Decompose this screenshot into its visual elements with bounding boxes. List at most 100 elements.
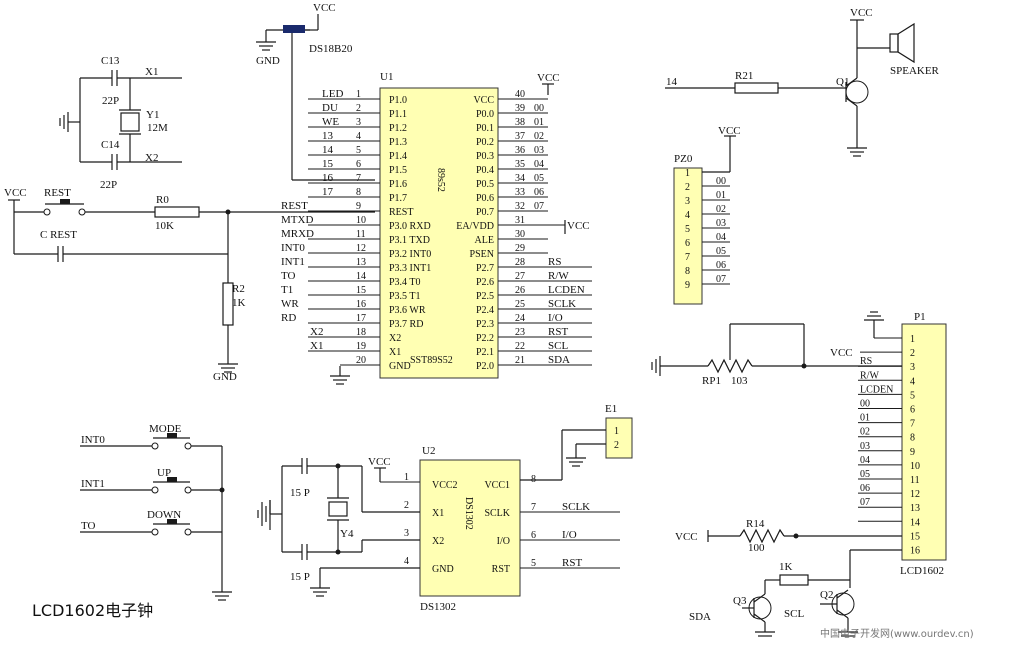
u2-left-pin-num: 4 — [404, 556, 409, 567]
c14-label: C14 — [101, 139, 120, 151]
pz0-pin-net: 00 — [716, 176, 726, 187]
u1-right-pin-num: 29 — [515, 243, 525, 254]
r2-value: 1K — [232, 297, 246, 309]
p1-pin-num: 1 — [910, 334, 915, 345]
u1-right-pin-num: 36 — [515, 145, 525, 156]
u1-right-net: SCL — [548, 340, 568, 352]
u1-left-net: WE — [322, 116, 339, 128]
u1-left-pin-name: GND — [389, 361, 411, 372]
p1-pin-net: LCDEN — [860, 384, 893, 395]
p1-pin-num: 8 — [910, 433, 915, 444]
u1-left-net: 14 — [322, 144, 334, 156]
u1-right-pin-name: P0.6 — [476, 193, 494, 204]
u1-right-net: 07 — [534, 201, 544, 212]
e1-body — [605, 417, 633, 459]
scl-label: SCL — [784, 608, 804, 620]
u1-left-pin-num: 9 — [356, 201, 361, 212]
u1-left-net: REST — [281, 200, 308, 212]
reset-circuit: VCC REST C REST R0 10K R2 1K GND — [4, 187, 375, 383]
p1-pin-num: 12 — [910, 489, 920, 500]
p1-pin-net: VCC — [830, 347, 853, 359]
u2-left-pin-num: 1 — [404, 472, 409, 483]
u2-body — [419, 459, 521, 597]
ds18b20-sensor: VCC GND DS18B20 — [256, 2, 375, 181]
u2-ds1302: U2 DS1302 DS1302 1VCC22X13X24GND8VCC17SC… — [257, 445, 620, 613]
u1-left-net: MRXD — [281, 228, 314, 240]
pz0-label: PZ0 — [674, 153, 693, 165]
u1-left-net: MTXD — [281, 214, 313, 226]
x2-net-label: X2 — [145, 152, 158, 164]
r14-vcc-label: VCC — [675, 531, 698, 543]
u1-right-pin-name: P0.7 — [476, 207, 494, 218]
up-label: UP — [157, 467, 171, 479]
u1-right-net: 01 — [534, 117, 544, 128]
u1-right-net: 06 — [534, 187, 544, 198]
u2-right-pin-num: 7 — [531, 502, 536, 513]
u1-vcc-label: VCC — [537, 72, 560, 84]
p1-pin-net: 00 — [860, 399, 870, 410]
p1-pin-num: 16 — [910, 546, 920, 557]
e1-pin2: 2 — [614, 440, 619, 451]
u1-right-net: SDA — [548, 354, 570, 366]
u1-left-net: T1 — [281, 284, 293, 296]
u1-left-pin-name: P1.0 — [389, 95, 407, 106]
u1-left-pin-name: P1.4 — [389, 151, 407, 162]
p1-pin-num: 3 — [910, 362, 915, 373]
r14-label: R14 — [746, 518, 765, 530]
u1-left-pin-name: P1.3 — [389, 137, 407, 148]
u1-left-net: RD — [281, 312, 296, 324]
rp1-value: 103 — [731, 375, 748, 387]
y1-label: Y1 — [146, 109, 159, 121]
p1-pin-net: RS — [860, 356, 872, 367]
u1-right-net: 04 — [534, 159, 544, 170]
u2-ref: U2 — [422, 445, 435, 457]
u1-left-pin-num: 4 — [356, 131, 361, 142]
u1-right-net: LCDEN — [548, 284, 585, 296]
p1-pin-net: 06 — [860, 483, 870, 494]
u1-left-pin-num: 5 — [356, 145, 361, 156]
pz0-vcc-label: VCC — [718, 125, 741, 137]
p1-pin-net: 07 — [860, 497, 870, 508]
q1-label: Q1 — [836, 76, 849, 88]
p1-pin-num: 13 — [910, 503, 920, 514]
u1-left-pin-name: REST — [389, 207, 413, 218]
u1-right-pin-num: 27 — [515, 271, 525, 282]
u2-c1-value: 15 P — [290, 487, 310, 499]
u1-right-net: 00 — [534, 103, 544, 114]
speaker-circuit: VCC SPEAKER R21 14 Q1 — [665, 7, 940, 157]
u2-right-pin-name: VCC1 — [484, 480, 510, 491]
u1-right-pin-num: 24 — [515, 313, 525, 324]
u1-left-pin-name: P3.3 INT1 — [389, 263, 431, 274]
u1-left-pin-name: P1.2 — [389, 123, 407, 134]
u2-part: DS1302 — [420, 601, 456, 613]
p1-pin-num: 9 — [910, 447, 915, 458]
u1-right-pin-num: 32 — [515, 201, 525, 212]
p1-pin-num: 6 — [910, 405, 915, 416]
u1-left-net: 15 — [322, 158, 334, 170]
u1-left-pin-num: 18 — [356, 327, 366, 338]
r0-value: 10K — [155, 220, 174, 232]
reset-gnd-label: GND — [213, 371, 237, 383]
pz0-pin-net: 07 — [716, 274, 726, 285]
u1-right-pin-num: 21 — [515, 355, 525, 366]
u1-left-net: INT1 — [281, 256, 305, 268]
pz0-pin-net: 06 — [716, 260, 726, 271]
pz0-pin-num: 2 — [685, 182, 690, 193]
q2-label: Q2 — [820, 589, 833, 601]
p1-pin-num: 2 — [910, 348, 915, 359]
pz0-pin-net: 03 — [716, 218, 726, 229]
p1-pin-net: R/W — [860, 370, 879, 381]
p1-pin-num: 11 — [910, 475, 920, 486]
u1-right-pin-name: P2.6 — [476, 277, 494, 288]
p1-pin-num: 7 — [910, 419, 915, 430]
r2-label: R2 — [232, 283, 245, 295]
pz0-body — [673, 167, 703, 305]
u2-left-pin-name: X2 — [432, 536, 444, 547]
u1-right-pin-name: P0.4 — [476, 165, 494, 176]
p1-pin-num: 10 — [910, 461, 920, 472]
u1-left-net: TO — [281, 270, 296, 282]
u1-left-pin-num: 10 — [356, 215, 366, 226]
p1-label: P1 — [914, 311, 926, 323]
u2-left-pin-name: VCC2 — [432, 480, 458, 491]
